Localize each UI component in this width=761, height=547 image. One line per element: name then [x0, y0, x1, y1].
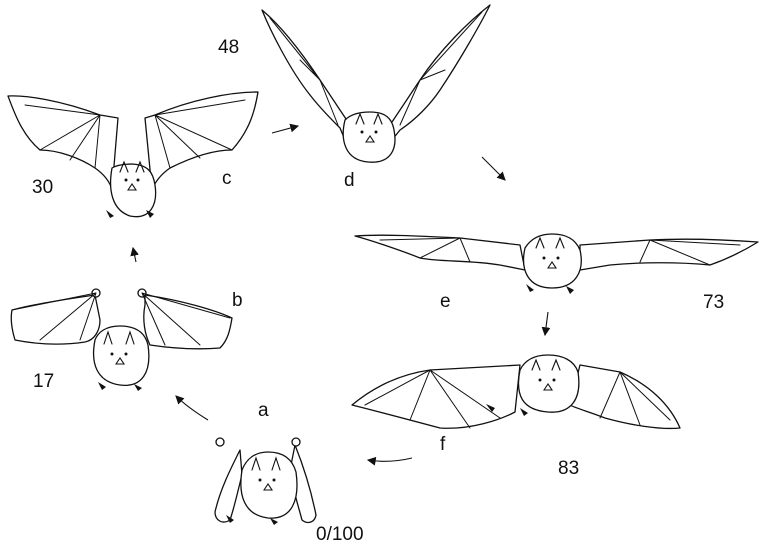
arrow-d-to-e [482, 157, 505, 180]
bat-stage-c [8, 92, 258, 218]
body [518, 355, 578, 412]
arrow-a-to-b [176, 396, 208, 420]
stage-d-letter: d [344, 170, 355, 191]
arrow-f-to-a [368, 458, 412, 461]
stage-a-percent: 0/100 [316, 524, 364, 545]
stage-c-letter: c [222, 168, 232, 189]
bat-stage-f [352, 355, 680, 428]
arrow-c-to-d [272, 126, 298, 133]
stage-f-percent: 83 [558, 458, 579, 479]
stage-a-letter: a [258, 400, 269, 421]
right-wing [144, 295, 232, 349]
bat-stage-d [262, 5, 490, 162]
stage-e-letter: e [440, 291, 451, 312]
stage-e-percent: 73 [703, 292, 724, 313]
stage-b-percent: 17 [33, 371, 54, 392]
stage-f-letter: f [440, 434, 446, 455]
arrow-e-to-f [545, 312, 548, 335]
left-wing [215, 450, 242, 522]
stage-b-letter: b [232, 290, 243, 311]
stage-d-percent: 48 [218, 37, 239, 58]
body [524, 234, 582, 288]
bat-stage-a [215, 438, 316, 525]
bat-stage-e [355, 234, 758, 294]
right-wing [570, 365, 680, 428]
stage-c-percent: 30 [32, 177, 53, 198]
left-wing [262, 10, 350, 140]
body [94, 326, 149, 385]
right-wing [580, 239, 758, 270]
arrow-b-to-c [133, 248, 136, 262]
